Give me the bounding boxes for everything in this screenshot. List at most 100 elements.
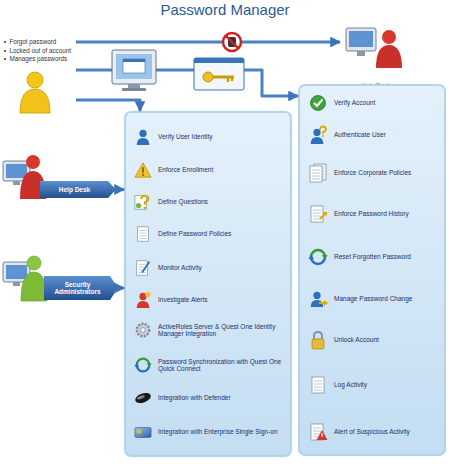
window-frame bbox=[194, 58, 244, 90]
icon-highlight bbox=[137, 395, 146, 400]
icon-doc-line bbox=[312, 176, 320, 177]
icon-arrow bbox=[134, 363, 139, 367]
icon-doc-line bbox=[139, 264, 146, 265]
icon-doc bbox=[311, 206, 323, 222]
node-text: Monitor Activity bbox=[158, 264, 202, 271]
feature-icon bbox=[308, 422, 328, 442]
monitor bbox=[346, 28, 376, 51]
agent-head bbox=[382, 30, 396, 44]
icon-gear bbox=[137, 324, 150, 337]
icon-doc-line bbox=[313, 428, 321, 429]
key-shaft bbox=[213, 76, 234, 79]
icon-head bbox=[139, 130, 146, 137]
monitor-screen bbox=[116, 54, 152, 79]
feature-icon bbox=[134, 225, 152, 243]
node-text: Investigate Alerts bbox=[158, 296, 208, 303]
icon-check-circle bbox=[311, 96, 326, 111]
icon-chip bbox=[137, 430, 142, 433]
icon-lock-body bbox=[312, 339, 324, 349]
feature-icon bbox=[134, 193, 152, 211]
icon-body bbox=[137, 301, 150, 308]
feature-item: Alert of Suspicious Activity bbox=[308, 419, 442, 445]
role-band: Help Desk bbox=[40, 181, 116, 198]
icon-arrow-head bbox=[324, 300, 328, 306]
icon-alert-mark bbox=[321, 433, 322, 437]
feature-icon bbox=[308, 330, 328, 350]
monitor bbox=[112, 50, 156, 84]
icon-doc-line bbox=[313, 210, 321, 211]
bullet-dot bbox=[4, 58, 6, 60]
feature-item: Verify Account bbox=[308, 90, 442, 116]
bullet-row: Forgot password bbox=[2, 38, 76, 47]
node-text: Reset Forgotten Password bbox=[334, 253, 411, 260]
node-text: Manage Password Change bbox=[334, 295, 412, 302]
title-text: Password Manager bbox=[160, 1, 289, 18]
feature-panel: Verify User IdentityEnforce EnrollmentDe… bbox=[124, 111, 292, 457]
feature-icon bbox=[134, 423, 152, 441]
icon-arrow bbox=[322, 255, 328, 260]
icon-doc-line bbox=[312, 170, 320, 171]
icon-doc-line bbox=[139, 233, 146, 234]
monitor-screen bbox=[349, 31, 373, 47]
icon-doc-line bbox=[314, 390, 322, 391]
icon-doc-line bbox=[313, 213, 321, 214]
prohibit-slash bbox=[226, 36, 239, 49]
person-head bbox=[26, 155, 40, 169]
flow-arrow bbox=[76, 70, 298, 96]
monitor-screen bbox=[6, 265, 27, 279]
feature-item: Log Activity bbox=[308, 372, 442, 398]
feature-item: ActiveRoles Server & Quest One Identity … bbox=[134, 318, 288, 342]
node-text: Help Desk bbox=[42, 186, 107, 193]
role-band: Security Administrators bbox=[44, 276, 118, 300]
icon-doc-line bbox=[314, 381, 322, 382]
icon-head bbox=[313, 292, 320, 299]
login-window bbox=[123, 59, 145, 73]
icon-doc-line bbox=[312, 173, 320, 174]
node-text: Integration with Defender bbox=[158, 394, 231, 401]
node-text: Log Activity bbox=[334, 381, 367, 388]
node-text: Enforce Enrollment bbox=[158, 166, 213, 173]
feature-icon bbox=[308, 204, 328, 224]
band-arrow bbox=[44, 276, 118, 300]
feature-item: Password Synchronization with Quest One … bbox=[134, 353, 288, 377]
node-text: Unlock Account bbox=[334, 336, 379, 343]
feature-item: Verify User Identity bbox=[134, 125, 288, 149]
icon-triangle bbox=[135, 163, 151, 177]
bullet-row: Locked out of account bbox=[2, 47, 76, 56]
feature-icon bbox=[134, 128, 152, 146]
flow-arrow bbox=[118, 287, 124, 290]
monitor-stand bbox=[13, 181, 20, 185]
icon-doc-line bbox=[314, 384, 322, 385]
feature-icon bbox=[134, 321, 152, 339]
band-arrow bbox=[40, 181, 116, 198]
icon-question-dot bbox=[322, 135, 324, 137]
window-bar bbox=[194, 58, 244, 63]
user-head bbox=[27, 72, 43, 88]
helpdesk-figure bbox=[346, 28, 402, 68]
person-body bbox=[21, 272, 47, 301]
icon-pen bbox=[142, 262, 149, 273]
key-bow bbox=[203, 72, 213, 82]
monitor bbox=[3, 262, 30, 282]
icon-check bbox=[314, 100, 323, 107]
agent-body bbox=[376, 45, 402, 68]
icon-body bbox=[137, 138, 150, 145]
flow-arrow bbox=[76, 100, 140, 111]
monitor bbox=[3, 161, 30, 181]
icon-gear-hub bbox=[141, 328, 146, 333]
node-text: Alert of Suspicious Activity bbox=[334, 428, 410, 435]
icon-arrow bbox=[309, 255, 315, 260]
icon-question-dot bbox=[144, 207, 147, 210]
monitor-base bbox=[122, 88, 146, 91]
node-text: Security Administrators bbox=[46, 281, 109, 295]
flow-arrow bbox=[116, 188, 124, 191]
feature-icon bbox=[134, 291, 152, 309]
key-tooth bbox=[231, 77, 233, 81]
person-head bbox=[27, 256, 41, 270]
icon-mark bbox=[142, 167, 143, 172]
feature-icon bbox=[308, 375, 328, 395]
feature-item: Reset Forgotten Password bbox=[308, 244, 442, 270]
feature-icon bbox=[134, 259, 152, 277]
